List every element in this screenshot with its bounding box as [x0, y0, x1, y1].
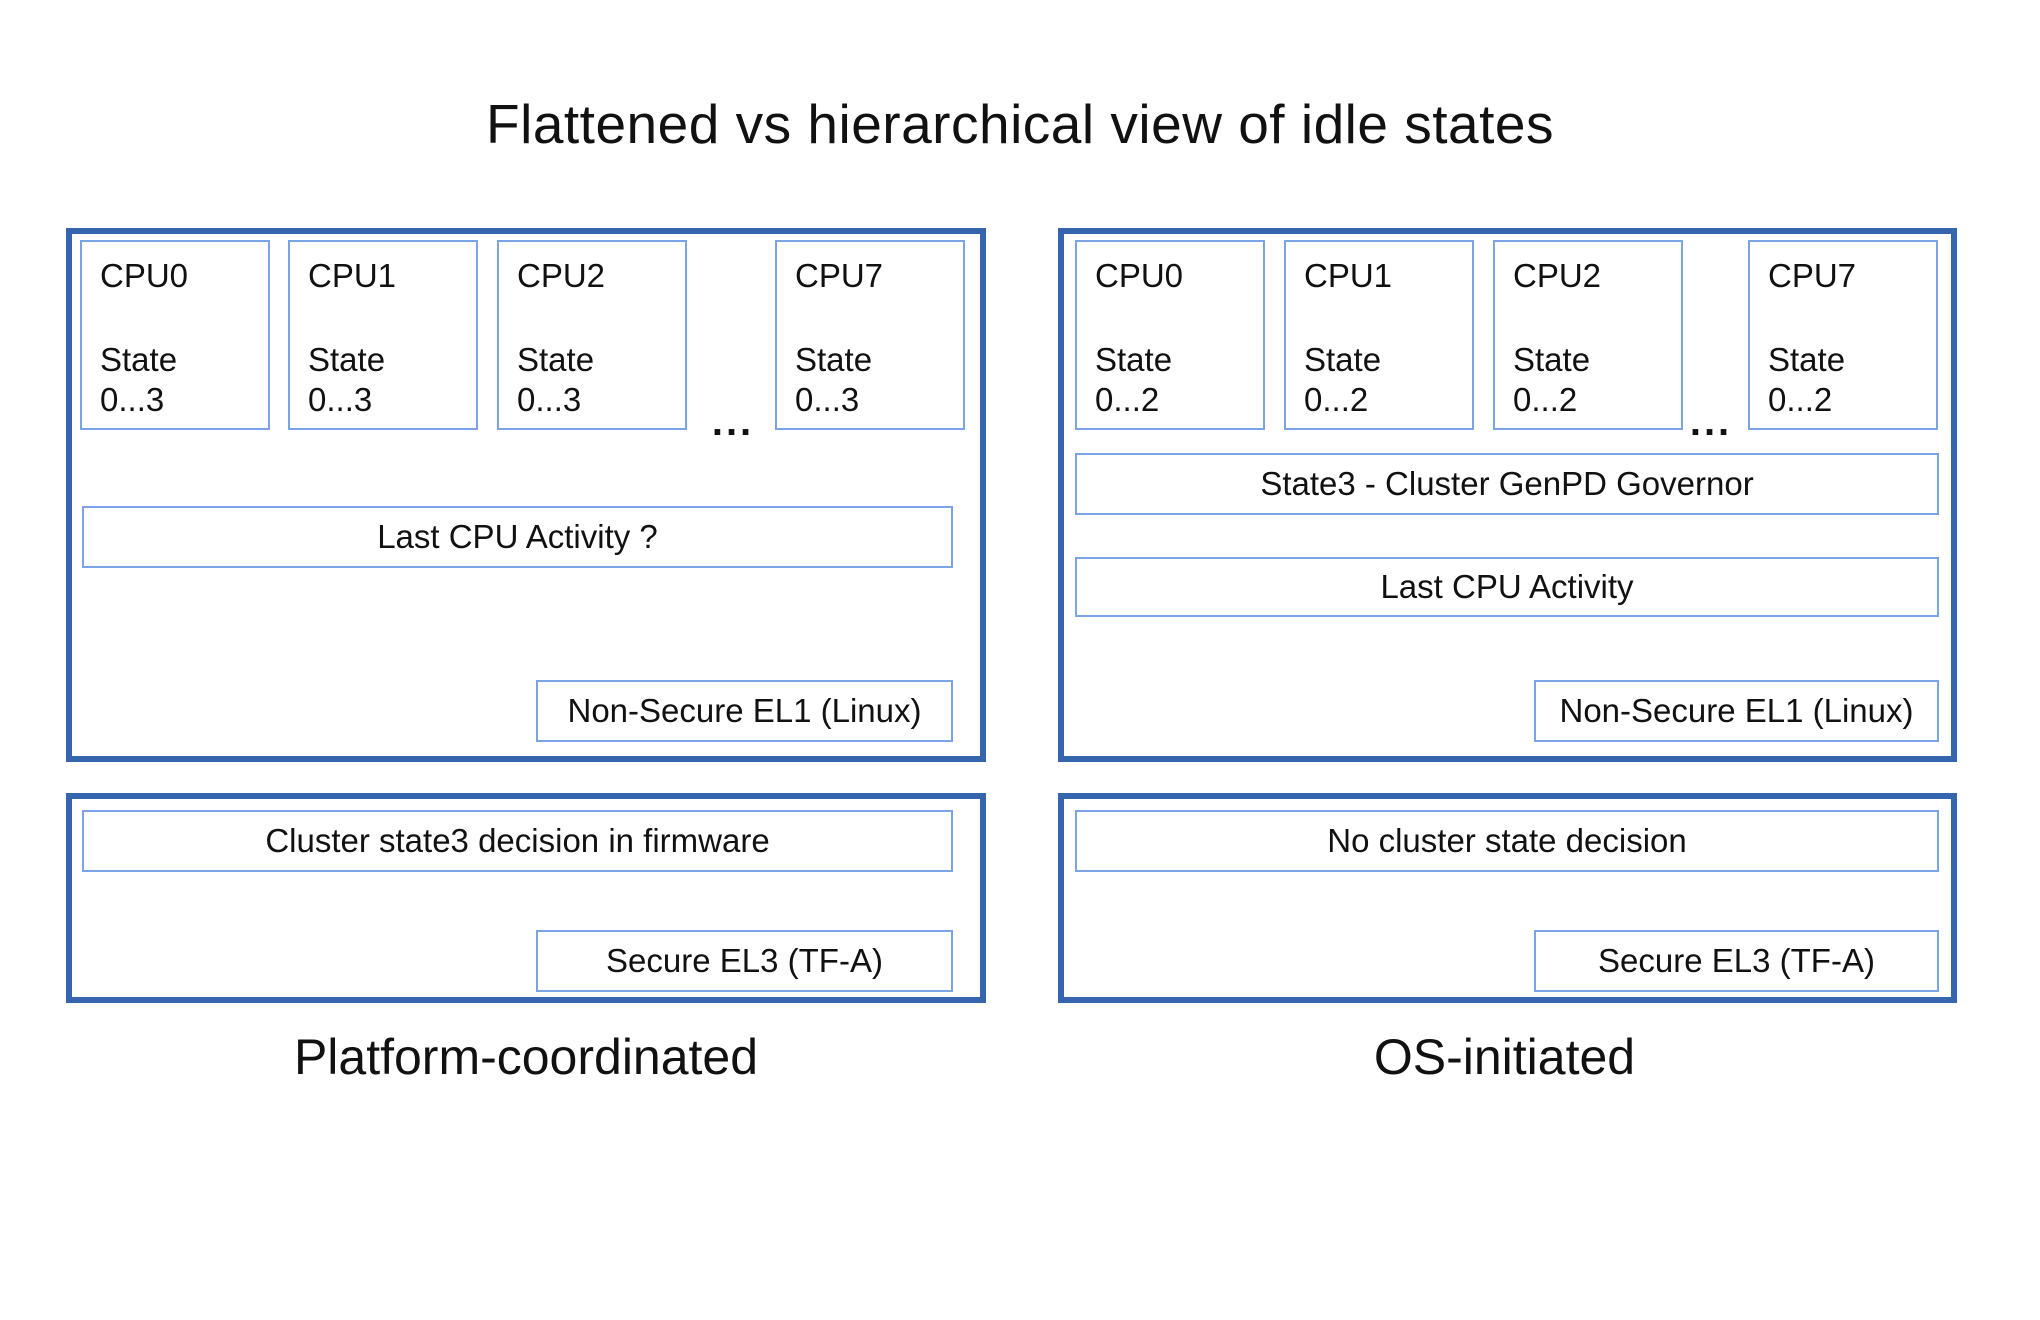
cpu-box-left-0: CPU0 State 0...3 [80, 240, 270, 430]
cpu-state-line2: 0...3 [308, 380, 373, 418]
caption-os-initiated: OS-initiated [1373, 1029, 1636, 1085]
cpu-label: CPU1 [1304, 257, 1393, 294]
cpu-state: State 0...3 [795, 340, 945, 421]
cpu-state-line1: State [1513, 340, 1591, 378]
cpu-state: State 0...3 [100, 340, 250, 421]
panel-os-initiated-nonsecure: CPU0 State 0...2 CPU1 State 0...2 CPU2 S… [1058, 228, 1957, 762]
cpu-state-line2: 0...2 [1768, 380, 1833, 418]
cpu-ellipsis: ... [1689, 400, 1733, 444]
cpu-box-right-7: CPU7 State 0...2 [1748, 240, 1938, 430]
cpu-box-left-1: CPU1 State 0...3 [288, 240, 478, 430]
panel-platform-coordinated-secure: Cluster state3 decision in firmware Secu… [66, 793, 986, 1003]
cpu-state: State 0...2 [1304, 340, 1454, 421]
secure-el3-label: Secure EL3 (TF-A) [1598, 942, 1875, 979]
cluster-state3-firmware-box: Cluster state3 decision in firmware [82, 810, 953, 872]
cpu-state-line1: State [1095, 340, 1173, 378]
panel-platform-coordinated-nonsecure: CPU0 State 0...3 CPU1 State 0...3 CPU2 S… [66, 228, 986, 762]
cpu-state-line2: 0...3 [517, 380, 582, 418]
nonsecure-el1-box-right: Non-Secure EL1 (Linux) [1534, 680, 1939, 742]
last-cpu-activity-label: Last CPU Activity [1380, 568, 1634, 605]
cpu-box-left-2: CPU2 State 0...3 [497, 240, 687, 430]
cpu-state: State 0...2 [1768, 340, 1918, 421]
cpu-state: State 0...2 [1513, 340, 1663, 421]
cpu-state-line1: State [517, 340, 595, 378]
cpu-label: CPU7 [795, 257, 884, 294]
cpu-state-line2: 0...2 [1304, 380, 1369, 418]
cpu-box-right-2: CPU2 State 0...2 [1493, 240, 1683, 430]
no-cluster-state-decision-box: No cluster state decision [1075, 810, 1939, 872]
cpu-state-line2: 0...3 [795, 380, 860, 418]
cpu-state-line1: State [1768, 340, 1846, 378]
caption-platform-coordinated: Platform-coordinated [293, 1029, 759, 1085]
cluster-state3-firmware-label: Cluster state3 decision in firmware [265, 822, 770, 859]
cpu-box-left-7: CPU7 State 0...3 [775, 240, 965, 430]
cpu-label: CPU7 [1768, 257, 1857, 294]
cpu-state: State 0...3 [308, 340, 458, 421]
cpu-label: CPU1 [308, 257, 397, 294]
cpu-label: CPU0 [1095, 257, 1184, 294]
cpu-box-right-1: CPU1 State 0...2 [1284, 240, 1474, 430]
state3-genpd-governor-label: State3 - Cluster GenPD Governor [1260, 465, 1754, 502]
secure-el3-box-left: Secure EL3 (TF-A) [536, 930, 953, 992]
cpu-state-line2: 0...3 [100, 380, 165, 418]
secure-el3-label: Secure EL3 (TF-A) [606, 942, 883, 979]
cpu-state-line1: State [795, 340, 873, 378]
last-cpu-activity-question-box: Last CPU Activity ? [82, 506, 953, 568]
cpu-state: State 0...2 [1095, 340, 1245, 421]
cpu-state: State 0...3 [517, 340, 667, 421]
cpu-label: CPU2 [1513, 257, 1602, 294]
cpu-state-line1: State [308, 340, 386, 378]
state3-genpd-governor-box: State3 - Cluster GenPD Governor [1075, 453, 1939, 515]
secure-el3-box-right: Secure EL3 (TF-A) [1534, 930, 1939, 992]
cpu-box-right-0: CPU0 State 0...2 [1075, 240, 1265, 430]
last-cpu-activity-question-label: Last CPU Activity ? [377, 518, 658, 555]
cpu-label: CPU2 [517, 257, 606, 294]
cpu-state-line2: 0...2 [1513, 380, 1578, 418]
cpu-state-line2: 0...2 [1095, 380, 1160, 418]
diagram-title: Flattened vs hierarchical view of idle s… [486, 93, 1554, 155]
cpu-ellipsis: ... [711, 400, 755, 444]
nonsecure-el1-box-left: Non-Secure EL1 (Linux) [536, 680, 953, 742]
cpu-state-line1: State [1304, 340, 1382, 378]
cpu-label: CPU0 [100, 257, 189, 294]
panel-os-initiated-secure: No cluster state decision Secure EL3 (TF… [1058, 793, 1957, 1003]
nonsecure-el1-label: Non-Secure EL1 (Linux) [567, 692, 922, 729]
nonsecure-el1-label: Non-Secure EL1 (Linux) [1559, 692, 1914, 729]
last-cpu-activity-box: Last CPU Activity [1075, 557, 1939, 617]
cpu-state-line1: State [100, 340, 178, 378]
no-cluster-state-decision-label: No cluster state decision [1327, 822, 1687, 859]
